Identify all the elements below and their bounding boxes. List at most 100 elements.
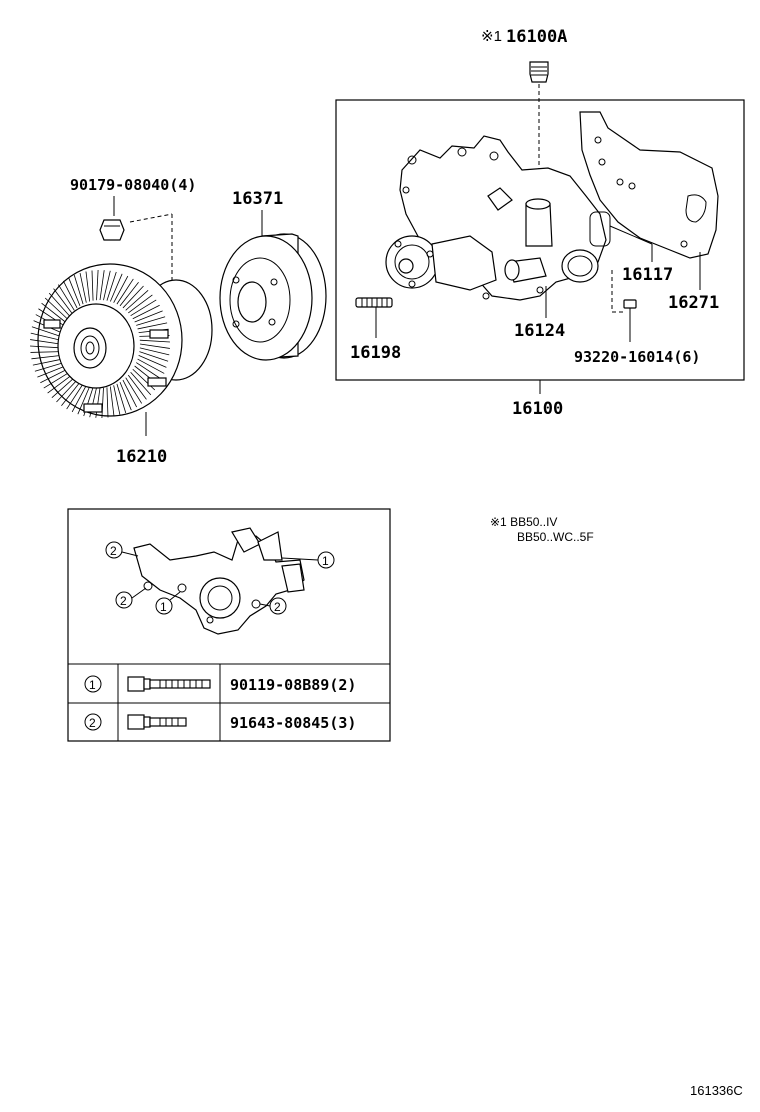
note-line-1: ※1 BB50..IV (490, 515, 557, 529)
circle-2-icon (84, 713, 102, 731)
note-mark-top: ※1 (481, 28, 502, 45)
fan-fin (134, 310, 163, 323)
fan-fin (61, 381, 81, 406)
label-93220[interactable]: 93220-16014(6) (574, 348, 700, 366)
fan-fin (136, 316, 166, 326)
fan-fin (136, 362, 162, 380)
fan-fin (51, 377, 75, 399)
fan-fin (101, 387, 104, 418)
fan-fin (125, 289, 149, 311)
fan-fin (139, 339, 170, 343)
bolt-short-icon (127, 714, 187, 730)
fan-fin (106, 271, 117, 301)
fan-fin (128, 294, 153, 314)
nut-icon (99, 219, 125, 241)
label-90179[interactable]: 90179-08040(4) (70, 176, 196, 194)
fan-fin (53, 288, 73, 314)
circle-1-icon (84, 675, 102, 693)
fan-fin (116, 383, 127, 413)
water-pump-icon (385, 135, 611, 301)
fan-fin (30, 351, 61, 353)
fan-fin (137, 322, 168, 330)
legend-part-2: 91643-80845(3) (230, 714, 356, 732)
fan-fin (68, 277, 81, 307)
fan-fin (71, 385, 87, 413)
stud-icon (355, 297, 393, 308)
fan-fin (32, 358, 63, 366)
fan-fin (130, 299, 157, 317)
fan-fin (113, 385, 121, 416)
legend-part-1: 90119-08B89(2) (230, 676, 356, 694)
fan-fin (48, 292, 70, 316)
fan-fin (109, 386, 115, 417)
svg-text:1: 1 (322, 554, 329, 568)
svg-text:2: 2 (274, 600, 281, 614)
label-16100A[interactable]: 16100A (506, 27, 567, 47)
fan-fin (139, 343, 170, 349)
fan-fin (30, 332, 61, 341)
label-16124[interactable]: 16124 (514, 321, 565, 341)
fan-fin (43, 371, 70, 389)
fan-fin (99, 270, 105, 301)
fan-fin (132, 304, 160, 320)
fan-fin (77, 386, 91, 415)
callout-2-c: 2 (259, 597, 287, 615)
callout-1-b: 1 (281, 551, 335, 569)
fan-fin (34, 362, 64, 372)
plug-icon (529, 61, 549, 83)
svg-text:1: 1 (160, 600, 167, 614)
fan-fin (119, 381, 132, 411)
fan-fin (122, 379, 137, 408)
fan-fin (139, 351, 169, 362)
pulley-icon (219, 233, 327, 361)
fan-fin (40, 368, 68, 384)
label-16371[interactable]: 16371 (232, 189, 283, 209)
fan-fin (30, 345, 61, 349)
fan-fin (37, 365, 66, 378)
fan-fin (103, 270, 111, 301)
fan-fin (73, 275, 84, 305)
figure-code: 161336C (690, 1083, 743, 1098)
fan-fin (119, 282, 139, 307)
fan-fin (116, 278, 134, 305)
fan-fin (30, 339, 61, 345)
fan-fin (137, 358, 165, 374)
fan-fin (44, 297, 68, 320)
fan-fin (95, 387, 101, 418)
note-line-2: BB50..WC..5F (517, 530, 594, 544)
fan-fin (109, 273, 123, 302)
label-16271[interactable]: 16271 (668, 293, 719, 313)
bolt-icon (623, 299, 637, 318)
fan-fin (63, 280, 78, 309)
fan-fin (96, 270, 99, 301)
svg-text:2: 2 (120, 594, 127, 608)
fan-fin (113, 275, 129, 303)
fan-fin (127, 374, 147, 400)
callout-2-a: 2 (105, 541, 139, 559)
pump-outline-icon (133, 527, 305, 635)
legend-box (67, 508, 391, 742)
fan-fin (91, 270, 94, 301)
callout-2-b: 2 (115, 587, 147, 609)
fan-fin (79, 272, 87, 303)
fan-fin (66, 383, 84, 410)
svg-text:1: 1 (89, 678, 96, 692)
label-16100[interactable]: 16100 (512, 399, 563, 419)
fan-fin (122, 285, 144, 309)
svg-text:2: 2 (110, 544, 117, 558)
legend-row-2[interactable]: 2 91643-80845(3) (84, 713, 356, 732)
label-16198[interactable]: 16198 (350, 343, 401, 363)
leader-16117 (609, 225, 653, 245)
legend-row-1[interactable]: 1 90119-08B89(2) (84, 675, 356, 694)
svg-text:2: 2 (89, 716, 96, 730)
fan-fin (138, 355, 167, 368)
fan-fin (41, 302, 66, 323)
gasket-icon (579, 111, 719, 259)
fan-fin (130, 372, 152, 396)
label-16210[interactable]: 16210 (116, 447, 167, 467)
fan-fin (31, 326, 61, 337)
bolt-long-icon (127, 676, 211, 692)
fan-fin (47, 374, 72, 394)
label-16117[interactable]: 16117 (622, 265, 673, 285)
fan-fin (85, 271, 91, 302)
